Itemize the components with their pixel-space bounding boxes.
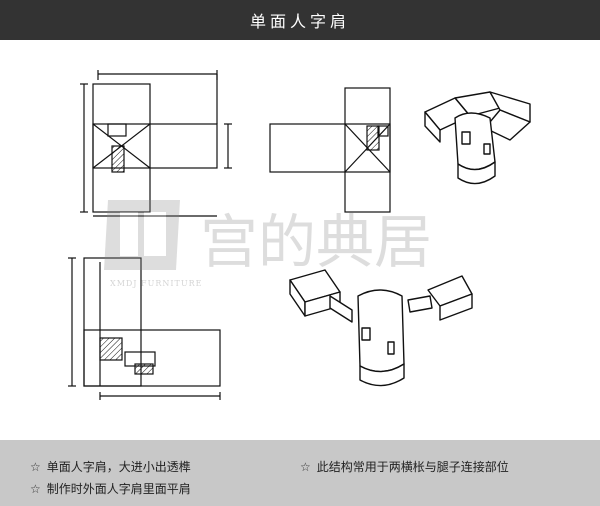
page-title: 单面人字肩 <box>249 12 350 31</box>
note-text: 单面人字肩，大进小出透榫 <box>46 460 191 474</box>
section-view-top-center <box>269 87 391 213</box>
note-text: 此结构常用于两横枨与腿子连接部位 <box>316 460 509 474</box>
watermark-seal-logo <box>104 200 180 270</box>
watermark-brand-text: XMDJ FURNITURE <box>110 279 202 288</box>
assembled-joint-isometric <box>424 91 531 185</box>
header-bar: 单面人字肩 <box>0 0 600 40</box>
star-icon: ☆ <box>300 459 311 474</box>
note-item: ☆ 制作时外面人字肩里面平肩 <box>30 480 191 497</box>
note-text: 制作时外面人字肩里面平肩 <box>46 482 191 496</box>
exploded-joint-isometric <box>289 269 473 387</box>
plan-view-top-left <box>80 70 232 217</box>
note-item: ☆ 此结构常用于两横枨与腿子连接部位 <box>300 458 509 475</box>
watermark: 宫的典居 XMDJ FURNITURE <box>104 200 432 288</box>
star-icon: ☆ <box>30 481 41 496</box>
star-icon: ☆ <box>30 459 41 474</box>
footer-notes: ☆ 单面人字肩，大进小出透榫 ☆ 制作时外面人字肩里面平肩 ☆ 此结构常用于两横… <box>0 440 600 506</box>
watermark-seal-text: 宫的典居 <box>200 208 432 276</box>
elevation-view-bottom-left <box>68 257 221 400</box>
note-item: ☆ 单面人字肩，大进小出透榫 <box>30 458 191 475</box>
joint-drawing: 宫的典居 XMDJ FURNITURE <box>68 70 531 400</box>
